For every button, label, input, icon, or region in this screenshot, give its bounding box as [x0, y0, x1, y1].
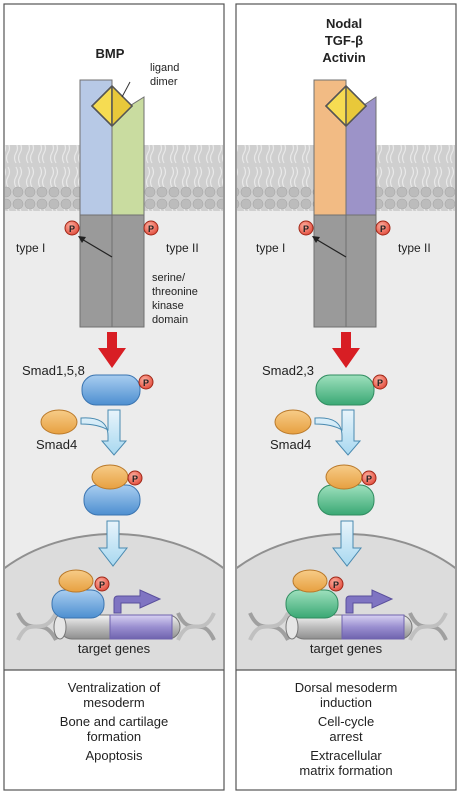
- outcome-text: induction: [320, 695, 372, 710]
- ligand-name: Activin: [322, 50, 365, 65]
- complex-formation-arrow: [80, 409, 128, 456]
- type1-label: type I: [16, 241, 45, 255]
- svg-text:P: P: [143, 378, 149, 388]
- transphosphorylation-arrowhead: [312, 236, 320, 243]
- outcome-text: Apoptosis: [85, 748, 143, 763]
- smad-complex: P: [317, 464, 377, 516]
- target-genes-label: target genes: [78, 641, 151, 656]
- activation-arrow: [98, 332, 126, 368]
- kinase-label: threonine: [152, 286, 198, 298]
- outcome-text: mesoderm: [83, 695, 144, 710]
- smad-r-label: Smad2,3: [262, 363, 314, 378]
- phospho-marker: P: [298, 220, 314, 236]
- svg-text:P: P: [380, 224, 386, 234]
- transcription-arrow: [345, 589, 394, 614]
- smad4: [274, 409, 312, 435]
- type1-kinase-domain: [313, 214, 347, 328]
- outcome-text: matrix formation: [299, 763, 392, 778]
- smad-r: [81, 374, 141, 406]
- transphosphorylation-arrow: [313, 237, 347, 258]
- phospho-marker: P: [372, 374, 388, 390]
- nuclear-smad-complex: P: [51, 569, 110, 619]
- phospho-marker: P: [375, 220, 391, 236]
- svg-text:P: P: [132, 474, 138, 484]
- phospho-marker: P: [138, 374, 154, 390]
- nuclear-import-arrow: [97, 520, 129, 567]
- transphosphorylation-arrow: [79, 237, 113, 258]
- type2-kinase-domain: [345, 214, 377, 328]
- smad4-label: Smad4: [270, 437, 311, 452]
- dna-helix: [248, 612, 448, 641]
- svg-text:P: P: [303, 224, 309, 234]
- ligand-name: BMP: [96, 46, 125, 61]
- outcome-text: Ventralization of: [68, 680, 161, 695]
- svg-text:P: P: [333, 580, 339, 590]
- outcome-text: Extracellular: [310, 748, 382, 763]
- transcription-arrow: [113, 589, 162, 614]
- dna-helix: [16, 612, 216, 641]
- phospho-marker: P: [64, 220, 80, 236]
- kinase-label: domain: [152, 314, 188, 326]
- outcome-text: formation: [87, 729, 141, 744]
- nuclear-smad-complex: P: [285, 569, 344, 619]
- target-genes-label: target genes: [310, 641, 383, 656]
- ligand-name: TGF-β: [325, 33, 363, 48]
- kinase-label: kinase: [152, 300, 184, 312]
- panel-bmp: BMP ligand dimer P P type I type II seri…: [3, 3, 225, 791]
- svg-text:P: P: [377, 378, 383, 388]
- panel-nodal-tgfb-activin: Nodal TGF-β Activin P P type I type II S…: [235, 3, 457, 791]
- svg-text:P: P: [99, 580, 105, 590]
- outcome-text: Bone and cartilage: [60, 714, 168, 729]
- ligand-dimer-label: dimer: [150, 76, 178, 88]
- outcome-text: Dorsal mesoderm: [295, 680, 398, 695]
- phospho-marker: P: [143, 220, 159, 236]
- transphosphorylation-arrowhead: [78, 236, 86, 243]
- ligand-dimer-label: ligand: [150, 62, 179, 74]
- svg-text:P: P: [69, 224, 75, 234]
- nuclear-import-arrow: [331, 520, 363, 567]
- smad4-label: Smad4: [36, 437, 77, 452]
- outcome-text: Cell-cycle: [318, 714, 374, 729]
- kinase-label: serine/: [152, 272, 186, 284]
- type1-kinase-domain: [79, 214, 113, 328]
- outcome-text: arrest: [329, 729, 363, 744]
- smad-complex: P: [83, 464, 143, 516]
- svg-text:P: P: [366, 474, 372, 484]
- type2-kinase-domain: [111, 214, 145, 328]
- type1-label: type I: [256, 241, 285, 255]
- type2-label: type II: [398, 241, 431, 255]
- svg-text:P: P: [148, 224, 154, 234]
- smad-r-label: Smad1,5,8: [22, 363, 85, 378]
- ligand-name: Nodal: [326, 16, 362, 31]
- ligand-dimer: [324, 84, 368, 128]
- activation-arrow: [332, 332, 360, 368]
- ligand-callout-line: [121, 81, 131, 98]
- complex-formation-arrow: [314, 409, 362, 456]
- smad4: [40, 409, 78, 435]
- type2-label: type II: [166, 241, 199, 255]
- smad-r: [315, 374, 375, 406]
